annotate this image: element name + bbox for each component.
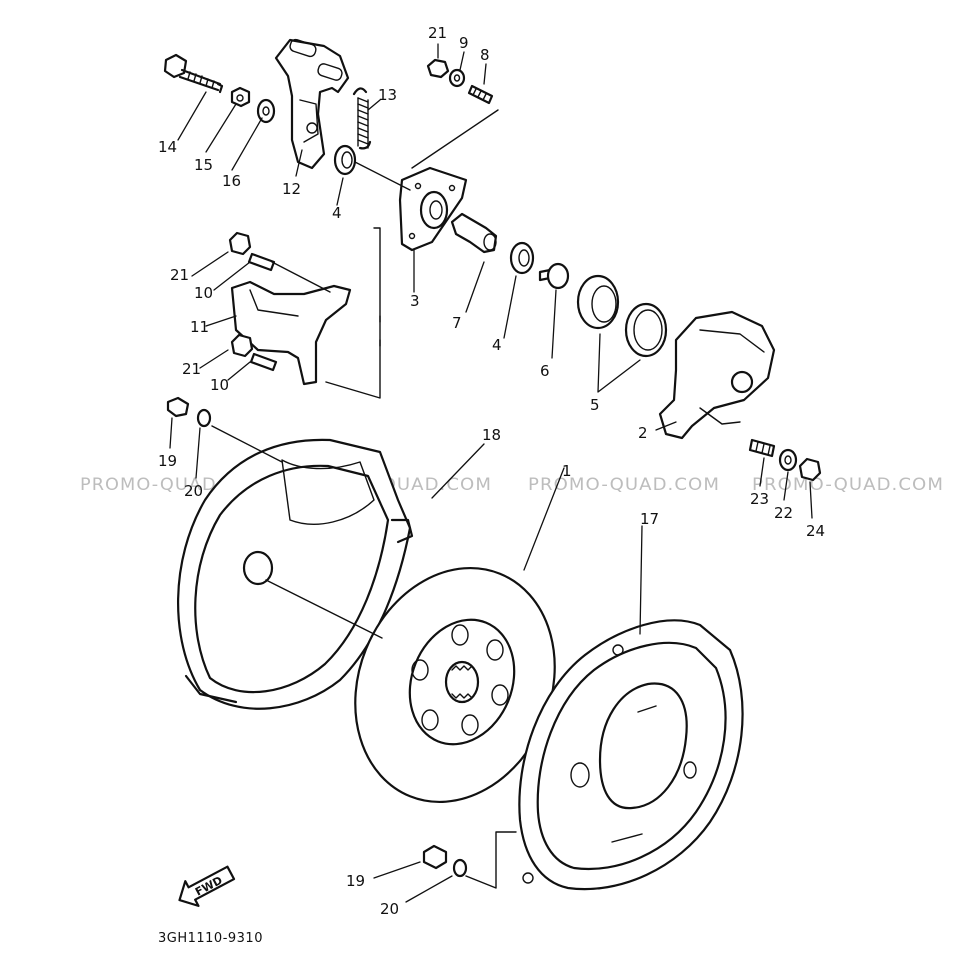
part-3-housing-plate: [398, 166, 468, 252]
part-9-washer: [448, 68, 466, 88]
callout-2: 2: [638, 424, 648, 442]
callout-7: 7: [452, 314, 462, 332]
callout-11: 11: [190, 318, 209, 336]
part-12-lever: [274, 38, 350, 170]
part-21-top-nut: [426, 58, 450, 79]
part-19-lower-bolt: [422, 844, 448, 870]
part-6-pin: [538, 262, 570, 290]
callout-13: 13: [378, 86, 397, 104]
callout-5: 5: [590, 396, 600, 414]
part-1-brake-disc: [354, 566, 556, 804]
callout-1: 1: [562, 462, 572, 480]
callout-21-top: 21: [428, 24, 447, 42]
fwd-arrow-icon: FWD: [178, 865, 236, 907]
callout-22: 22: [774, 504, 793, 522]
part-10-bracket-stud-lower: [249, 352, 278, 372]
part-14-bolt: [163, 53, 224, 94]
part-11-bracket: [230, 280, 352, 386]
part-4-upper-bearing: [333, 144, 357, 176]
part-21-bracket-nut-lower: [230, 333, 254, 358]
watermark-4: PROMO-QUAD.COM: [752, 475, 944, 495]
part-10-bracket-stud-upper: [247, 252, 276, 272]
part-19-upper-bolt: [166, 396, 190, 418]
part-17-inner-cover: [518, 619, 744, 891]
watermark-3: PROMO-QUAD.COM: [528, 475, 720, 495]
part-22-washer: [778, 448, 798, 472]
callout-4-lower: 4: [492, 336, 502, 354]
callout-3: 3: [410, 292, 420, 310]
part-20-upper-washer: [196, 408, 212, 428]
callout-20-upper: 20: [184, 482, 203, 500]
callout-10-upper: 10: [194, 284, 213, 302]
callout-8: 8: [480, 46, 490, 64]
callout-21-mid: 21: [170, 266, 189, 284]
callout-21-low: 21: [182, 360, 201, 378]
callout-19-lower: 19: [346, 872, 365, 890]
callout-9: 9: [459, 34, 469, 52]
part-8-stud: [467, 84, 494, 105]
callout-18: 18: [482, 426, 501, 444]
callout-17: 17: [640, 510, 659, 528]
callout-6: 6: [540, 362, 550, 380]
part-16-washer: [256, 98, 276, 124]
callout-24: 24: [806, 522, 825, 540]
callout-labels: 14 15 16 12 13 4 21 9 8 21 10 11 21 10 3…: [158, 24, 825, 918]
part-13-spring: [352, 87, 372, 150]
leader-lines: [169, 43, 813, 903]
callout-10-lower: 10: [210, 376, 229, 394]
callout-12: 12: [282, 180, 301, 198]
callout-19-upper: 19: [158, 452, 177, 470]
callout-20-lower: 20: [380, 900, 399, 918]
callout-14: 14: [158, 138, 177, 156]
callout-4-upper: 4: [332, 204, 342, 222]
callout-23: 23: [750, 490, 769, 508]
part-4-lower-bearing: [509, 241, 535, 275]
part-2-caliper: [658, 310, 776, 440]
part-7-shaft: [450, 212, 498, 254]
drawing-code: 3GH1110-9310: [158, 931, 263, 946]
part-23-bolt: [748, 438, 776, 458]
callout-15: 15: [194, 156, 213, 174]
part-5-seal-b: [624, 302, 668, 358]
part-15-nut: [230, 86, 251, 108]
part-21-bracket-nut-upper: [228, 231, 252, 256]
part-5-seal-a: [576, 274, 620, 330]
callout-16: 16: [222, 172, 241, 190]
part-18-outer-cover: [177, 438, 414, 710]
part-24-nut: [798, 457, 822, 482]
part-20-lower-washer: [452, 858, 468, 878]
